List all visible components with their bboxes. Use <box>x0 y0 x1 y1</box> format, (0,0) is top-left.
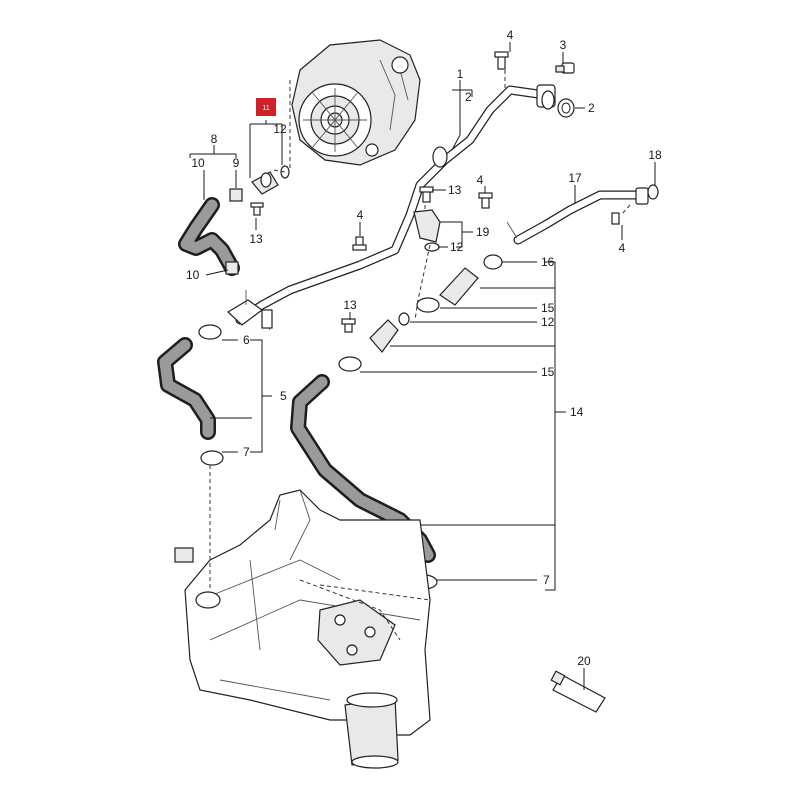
hose-upper-left <box>178 188 243 276</box>
callout-3[interactable]: 3 <box>560 38 567 52</box>
callout-15-lower[interactable]: 15 <box>541 365 555 379</box>
hose-5 <box>157 324 224 466</box>
pipe-15-upper <box>416 254 503 313</box>
callout-10-upper[interactable]: 10 <box>191 156 205 170</box>
callout-18[interactable]: 18 <box>648 148 662 162</box>
callout-7-left[interactable]: 7 <box>243 445 250 459</box>
bolt-13-middle <box>419 186 434 203</box>
callout-14[interactable]: 14 <box>570 405 584 419</box>
highlight-callout-11[interactable]: 11 <box>256 98 276 116</box>
callout-13-lower[interactable]: 13 <box>343 298 357 312</box>
callout-5[interactable]: 5 <box>280 389 287 403</box>
callout-11: 11 <box>262 105 269 112</box>
callout-7-right[interactable]: 7 <box>543 573 550 587</box>
callout-4-middle-right[interactable]: 4 <box>477 173 484 187</box>
callout-6[interactable]: 6 <box>243 333 250 347</box>
bolt-top <box>494 51 509 70</box>
callout-15-upper[interactable]: 15 <box>541 301 555 315</box>
callout-4-top[interactable]: 4 <box>507 28 514 42</box>
callout-12-top[interactable]: 12 <box>273 122 287 136</box>
bolt-middle-left <box>352 236 367 251</box>
connector-12-15 <box>338 312 410 372</box>
alternator <box>291 39 421 166</box>
engine-block <box>174 489 431 769</box>
callout-16[interactable]: 16 <box>541 255 555 269</box>
callout-1[interactable]: 1 <box>457 67 464 81</box>
callout-17[interactable]: 17 <box>568 171 582 185</box>
pipe-connector-11 <box>251 165 290 195</box>
callout-9[interactable]: 9 <box>233 156 240 170</box>
callout-labels: 1 2 2 3 4 4 4 4 5 6 7 7 8 9 10 10 12 12 … <box>186 28 662 668</box>
bolt-middle-right <box>478 192 493 209</box>
callout-12-middle[interactable]: 12 <box>450 240 464 254</box>
callout-12-right[interactable]: 12 <box>541 315 555 329</box>
leader-lines <box>189 42 656 690</box>
callout-19[interactable]: 19 <box>476 225 490 239</box>
sealant-tube <box>550 670 606 713</box>
callout-10-lower[interactable]: 10 <box>186 268 200 282</box>
bolt-13-left <box>250 202 264 216</box>
centre-lines <box>209 70 631 641</box>
callout-13-middle[interactable]: 13 <box>448 183 462 197</box>
callout-13-left[interactable]: 13 <box>249 232 263 246</box>
callout-8[interactable]: 8 <box>211 132 218 146</box>
callout-4-right[interactable]: 4 <box>619 241 626 255</box>
thermostat-housing <box>413 209 441 252</box>
callout-2-top[interactable]: 2 <box>465 90 472 104</box>
o-ring-top <box>557 98 575 118</box>
coolant-pipe <box>227 84 556 331</box>
callout-4-middle-left[interactable]: 4 <box>357 208 364 222</box>
plug-screw <box>555 62 575 74</box>
right-pipe <box>506 184 659 245</box>
callout-2-right[interactable]: 2 <box>588 101 595 115</box>
callout-20[interactable]: 20 <box>577 654 591 668</box>
